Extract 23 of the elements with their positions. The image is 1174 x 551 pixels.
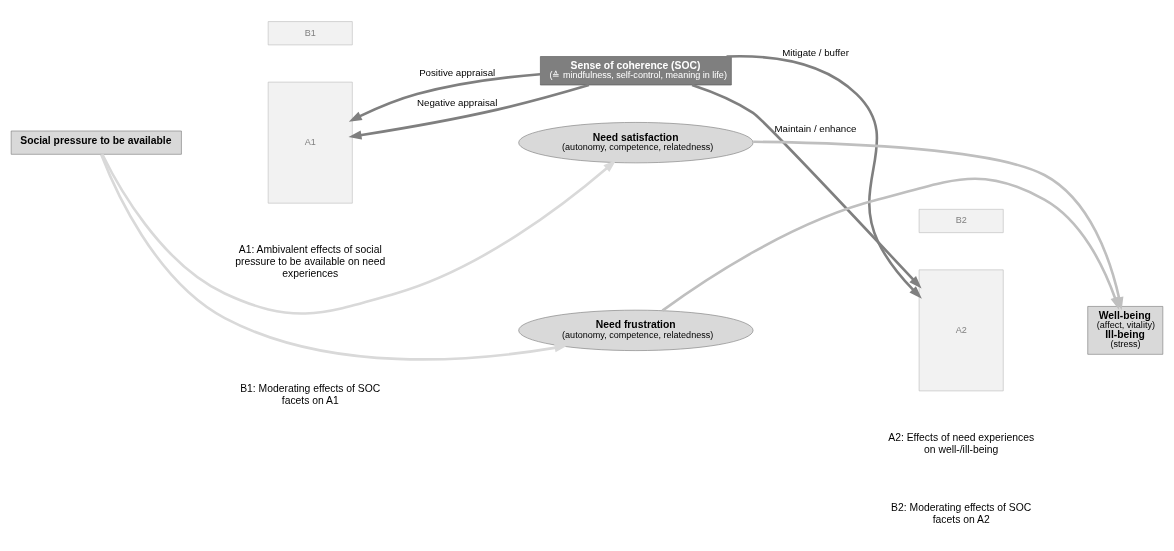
node-box: Sense of coherence (SOC) (≙ mindfulness, self-control, meaning in life) (540, 55, 732, 85)
arrow (101, 153, 617, 315)
label: A1: Ambivalent effects of social pressure to be available on need experiences (235, 243, 386, 279)
node-ellipse: Need satisfaction (autonomy, competence, relatedness) (518, 121, 754, 163)
node-box: A1 (267, 81, 353, 203)
arrow (691, 83, 922, 289)
edge-label: Maintain / enhance (774, 122, 857, 134)
label: B2: Moderating effects of SOC facets on A2 (891, 501, 1032, 525)
arrow (661, 177, 1120, 312)
node-box: Well-being (affect, vitality) Ill-being (stress) (1087, 305, 1164, 355)
edge-label: Positive appraisal (419, 66, 496, 78)
node-box: B1 (267, 20, 353, 45)
arrow (100, 153, 568, 361)
label: A2: Effects of need experiences on well-/ill-being (888, 431, 1035, 455)
edge-label: Negative appraisal (417, 96, 498, 108)
node-box: B2 (918, 208, 1004, 233)
node-box: Social pressure to be available (10, 130, 182, 155)
label: B1: Moderating effects of SOC facets on A1 (240, 382, 381, 406)
arrow (348, 83, 590, 140)
edge-label: Mitigate / buffer (782, 46, 849, 58)
arrow (348, 72, 541, 122)
arrow (726, 54, 922, 299)
node-box: A2 (918, 269, 1004, 391)
